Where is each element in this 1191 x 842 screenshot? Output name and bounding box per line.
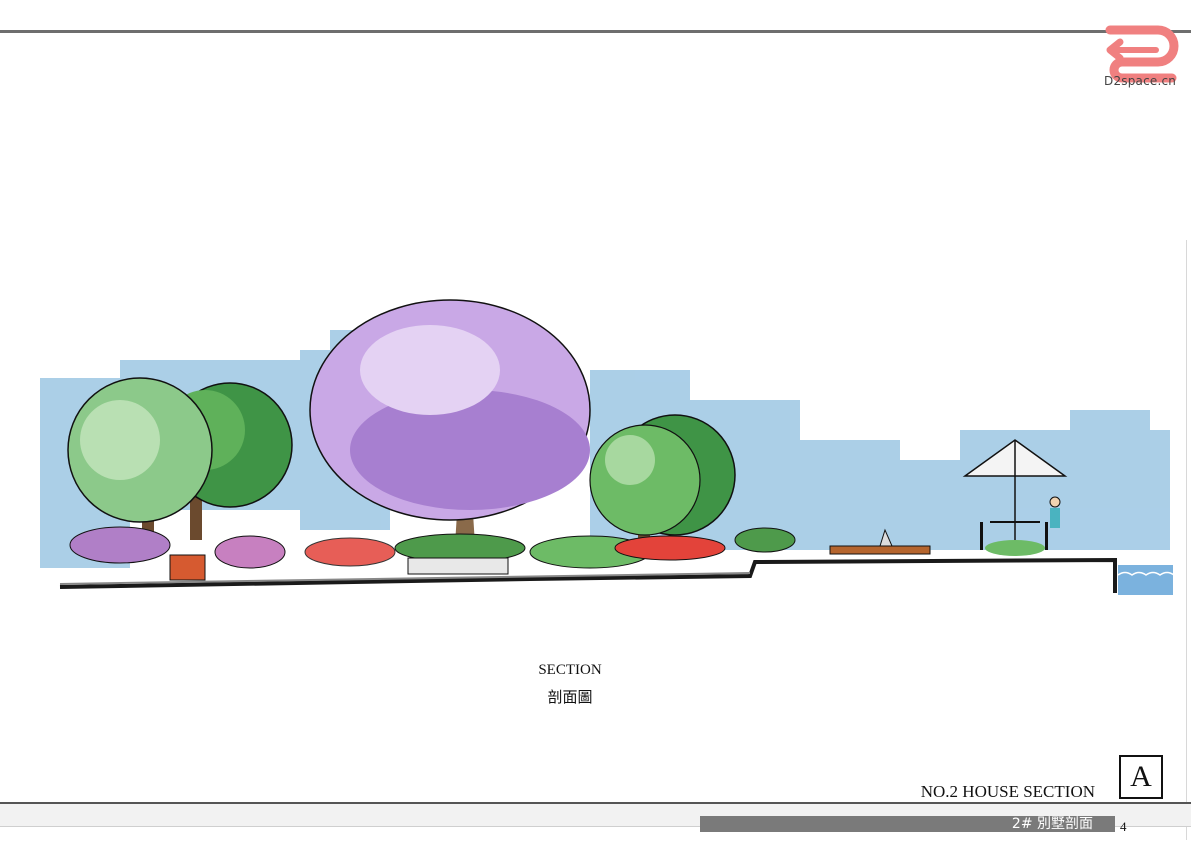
tree-left-front (67, 377, 213, 545)
title-bar: 2# 別墅剖面 (700, 816, 1115, 832)
top-rule (0, 30, 1191, 33)
d2-arrows-logo-icon (1105, 25, 1179, 83)
section-caption: SECTION (538, 662, 602, 678)
tree-purple (309, 299, 591, 545)
bottom-rule (0, 802, 1191, 804)
landscape-section-sketch (40, 299, 1175, 595)
logo-text: D2space.cn (1104, 74, 1177, 88)
shrubs (69, 526, 796, 581)
section-caption-chinese: 剖面圖 (547, 688, 593, 706)
water (1117, 565, 1175, 595)
page-number: 4 (1120, 819, 1127, 834)
umbrella-table (962, 439, 1068, 556)
deck (829, 528, 931, 555)
title-bar-text: 2# 別墅剖面 (1011, 816, 1093, 832)
sheet-title: NO.2 HOUSE SECTION (920, 782, 1095, 801)
ground-line (59, 557, 1117, 593)
sheet-letter-box: A (1119, 755, 1163, 799)
tree-right-middle (589, 414, 736, 540)
right-margin-rule (1186, 240, 1187, 840)
